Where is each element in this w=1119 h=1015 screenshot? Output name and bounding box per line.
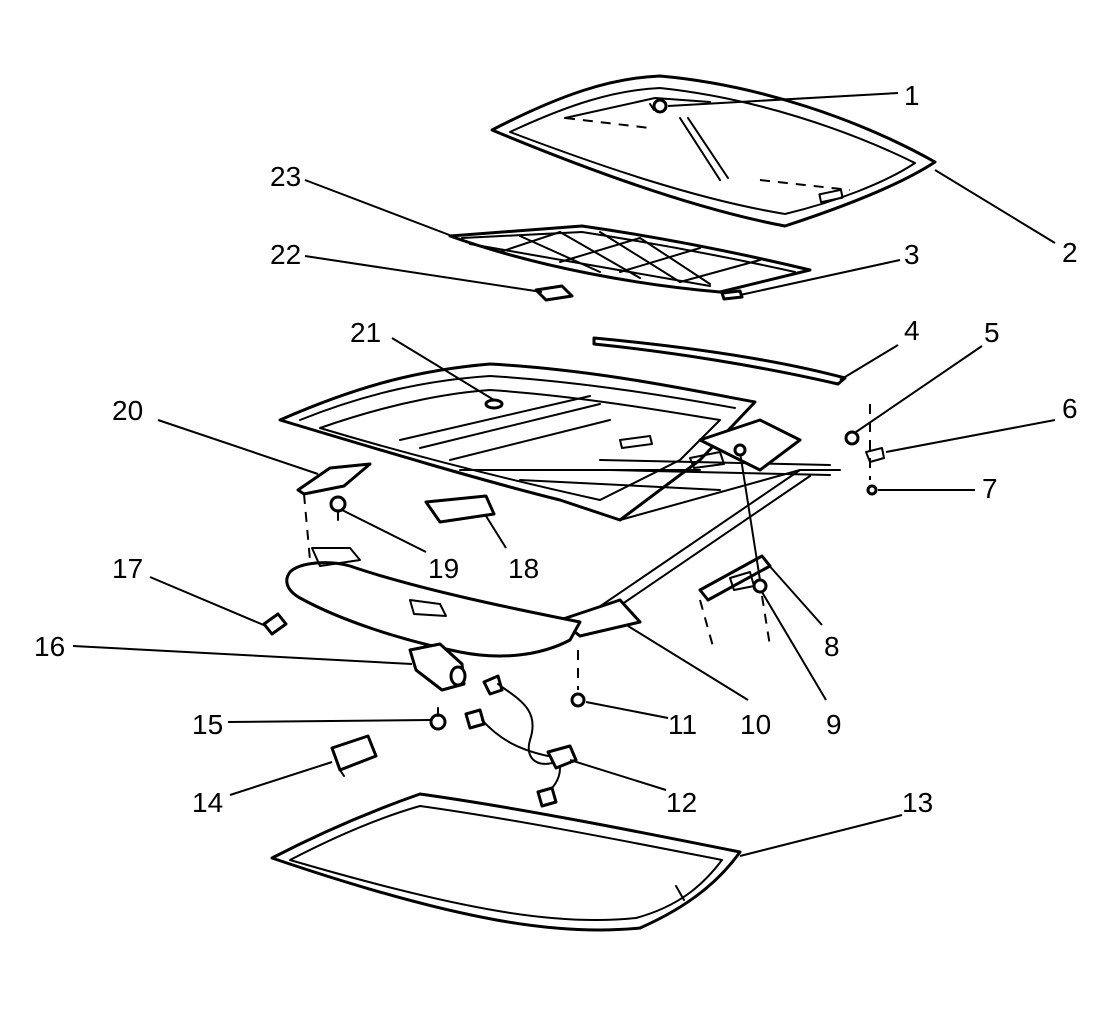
- part-20-bracket: [296, 462, 372, 496]
- part-21-grommet: [484, 398, 504, 410]
- callout-4: 4: [904, 315, 920, 346]
- part-22-handle: [534, 284, 574, 302]
- callout-19: 19: [428, 553, 459, 584]
- part-14-module: [330, 734, 378, 777]
- part-6-clip: [865, 447, 885, 463]
- callout-2: 2: [1062, 237, 1078, 268]
- part-23-sunshade: [448, 224, 812, 294]
- part-1-stud: [649, 98, 668, 114]
- part-3-clip: [720, 289, 744, 301]
- sunroof-frame: [278, 362, 841, 638]
- long-rod: [739, 451, 761, 581]
- part-13-seal: [270, 792, 742, 932]
- callout-20: 20: [112, 395, 143, 426]
- callout-8: 8: [824, 631, 840, 662]
- callout-14: 14: [192, 787, 223, 818]
- callout-labels: 1 2 3 4 5 6 7 8 9 10 11 12 13 14 15 16 1…: [34, 80, 1078, 818]
- part-5-nut: [844, 430, 860, 446]
- part-17-drain-tube: [262, 612, 288, 636]
- part-19-bolt: [329, 495, 347, 521]
- callout-1: 1: [904, 80, 920, 111]
- callout-23: 23: [270, 161, 301, 192]
- callout-5: 5: [984, 317, 1000, 348]
- callout-18: 18: [508, 553, 539, 584]
- callout-17: 17: [112, 553, 143, 584]
- callout-3: 3: [904, 239, 920, 270]
- assembly-line-8: [699, 599, 715, 651]
- callout-15: 15: [192, 709, 223, 740]
- part-2-glass-panel: [490, 74, 937, 228]
- callout-7: 7: [982, 473, 998, 504]
- part-12-harness: [464, 674, 578, 808]
- callout-22: 22: [270, 239, 301, 270]
- part-15-screw: [429, 707, 447, 731]
- part-4-deflector: [592, 336, 847, 386]
- part-10-drain-tray: [285, 547, 582, 658]
- assembly-line-20: [303, 493, 311, 561]
- callout-6: 6: [1062, 393, 1078, 424]
- leader-lines: [72, 92, 1056, 857]
- assembly-line-9: [761, 595, 771, 647]
- callout-21: 21: [350, 317, 381, 348]
- callout-12: 12: [666, 787, 697, 818]
- part-11-bolt: [570, 692, 586, 708]
- callout-13: 13: [902, 787, 933, 818]
- part-9-nut: [752, 578, 768, 594]
- callout-9: 9: [826, 709, 842, 740]
- callout-11: 11: [668, 709, 697, 740]
- part-16-motor: [408, 642, 467, 692]
- part-18-cover: [424, 494, 496, 524]
- part-7-screw: [866, 484, 878, 496]
- callout-10: 10: [740, 709, 771, 740]
- callout-16: 16: [34, 631, 65, 662]
